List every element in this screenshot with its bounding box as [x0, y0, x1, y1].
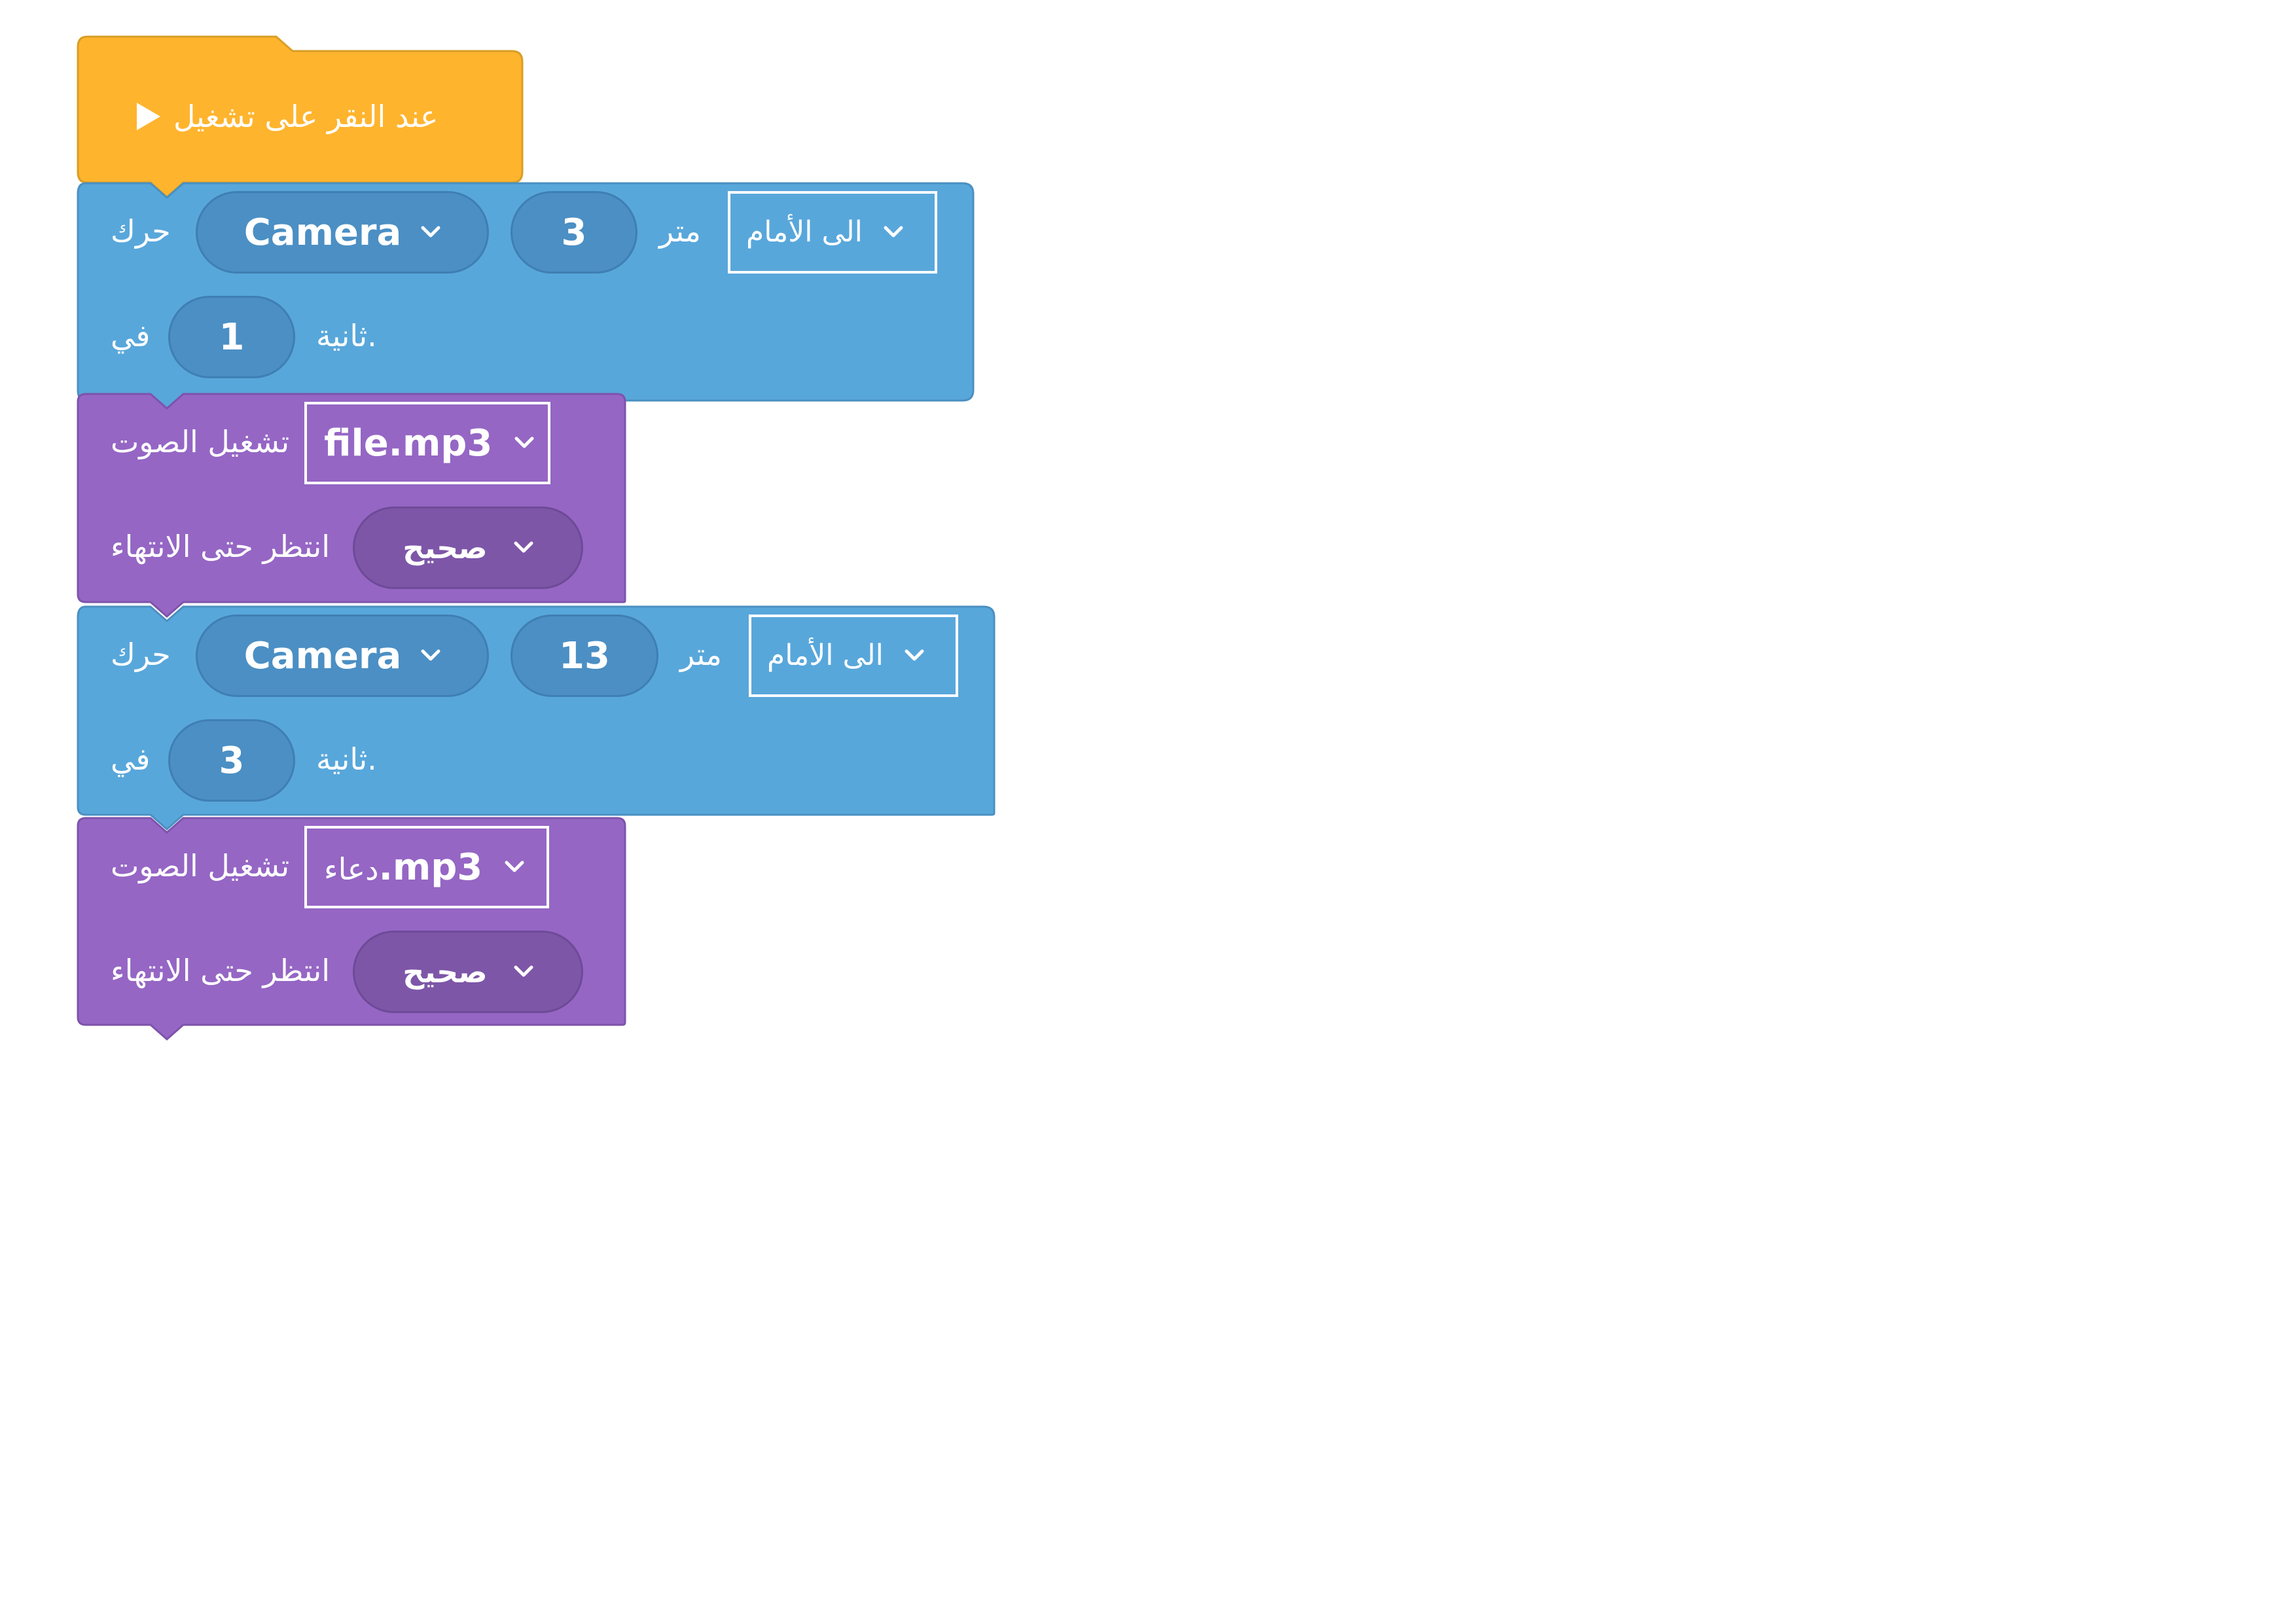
distance-input[interactable]: 3 — [511, 191, 637, 274]
when-run-clicked-event-block[interactable]: عند النقر على تشغيل — [77, 34, 524, 198]
chevron-down-icon — [421, 649, 440, 662]
direction-dropdown[interactable]: الى الأمام — [728, 191, 937, 274]
chevron-down-icon — [905, 649, 924, 662]
duration-value: 3 — [219, 739, 245, 782]
direction-dropdown[interactable]: الى الأمام — [749, 615, 958, 697]
move-verb-label: حرك — [111, 213, 171, 249]
wait-label: انتظر حتى الانتهاء — [111, 953, 331, 988]
move-object-block[interactable]: حرك Camera 3 متر الى الأمام في 1 ثانية. — [77, 182, 977, 416]
wait-value: صحيح — [403, 530, 488, 565]
wait-until-done-dropdown[interactable]: صحيح — [353, 931, 583, 1013]
object-dropdown[interactable]: Camera — [196, 615, 489, 697]
play-sound-label: تشغيل الصوت — [111, 424, 290, 459]
wait-label: انتظر حتى الانتهاء — [111, 529, 331, 564]
direction-value: الى الأمام — [767, 639, 884, 672]
duration-input[interactable]: 1 — [168, 296, 295, 378]
chevron-down-icon — [505, 861, 524, 874]
sound-file-dropdown[interactable]: file.mp3 — [304, 402, 550, 484]
move-object-block[interactable]: حرك Camera 13 متر الى الأمام في 3 ثانية. — [77, 605, 998, 831]
object-value: Camera — [243, 634, 402, 677]
object-value: Camera — [243, 211, 402, 254]
unit-label: متر — [659, 213, 701, 249]
move-verb-label: حرك — [111, 637, 171, 672]
chevron-down-icon — [514, 965, 533, 978]
play-sound-label: تشغيل الصوت — [111, 848, 290, 883]
distance-value: 3 — [561, 211, 587, 254]
wait-value: صحيح — [403, 954, 488, 990]
direction-value: الى الأمام — [746, 215, 863, 249]
play-icon — [135, 101, 162, 132]
in-label: في — [111, 741, 151, 777]
sound-file-dropdown[interactable]: دعاء.mp3 — [304, 826, 549, 908]
chevron-down-icon — [884, 226, 903, 239]
in-label: في — [111, 318, 151, 353]
play-sound-block[interactable]: تشغيل الصوت file.mp3 انتظر حتى الانتهاء … — [77, 393, 629, 618]
duration-value: 1 — [219, 315, 245, 359]
chevron-down-icon — [514, 541, 533, 554]
play-sound-block[interactable]: تشغيل الصوت دعاء.mp3 انتظر حتى الانتهاء … — [77, 817, 629, 1043]
seconds-label: ثانية. — [316, 318, 377, 353]
sound-file-name: دعاء — [324, 851, 379, 887]
sound-file-value: دعاء.mp3 — [324, 846, 482, 889]
distance-input[interactable]: 13 — [511, 615, 658, 697]
chevron-down-icon — [421, 226, 440, 239]
chevron-down-icon — [514, 437, 534, 450]
duration-input[interactable]: 3 — [168, 719, 295, 802]
event-label: عند النقر على تشغيل — [173, 99, 439, 134]
seconds-label: ثانية. — [316, 741, 377, 777]
sound-file-extension: .mp3 — [378, 846, 483, 889]
distance-value: 13 — [559, 634, 610, 677]
unit-label: متر — [680, 637, 722, 672]
sound-file-value: file.mp3 — [324, 421, 493, 465]
wait-until-done-dropdown[interactable]: صحيح — [353, 507, 583, 589]
object-dropdown[interactable]: Camera — [196, 191, 489, 274]
